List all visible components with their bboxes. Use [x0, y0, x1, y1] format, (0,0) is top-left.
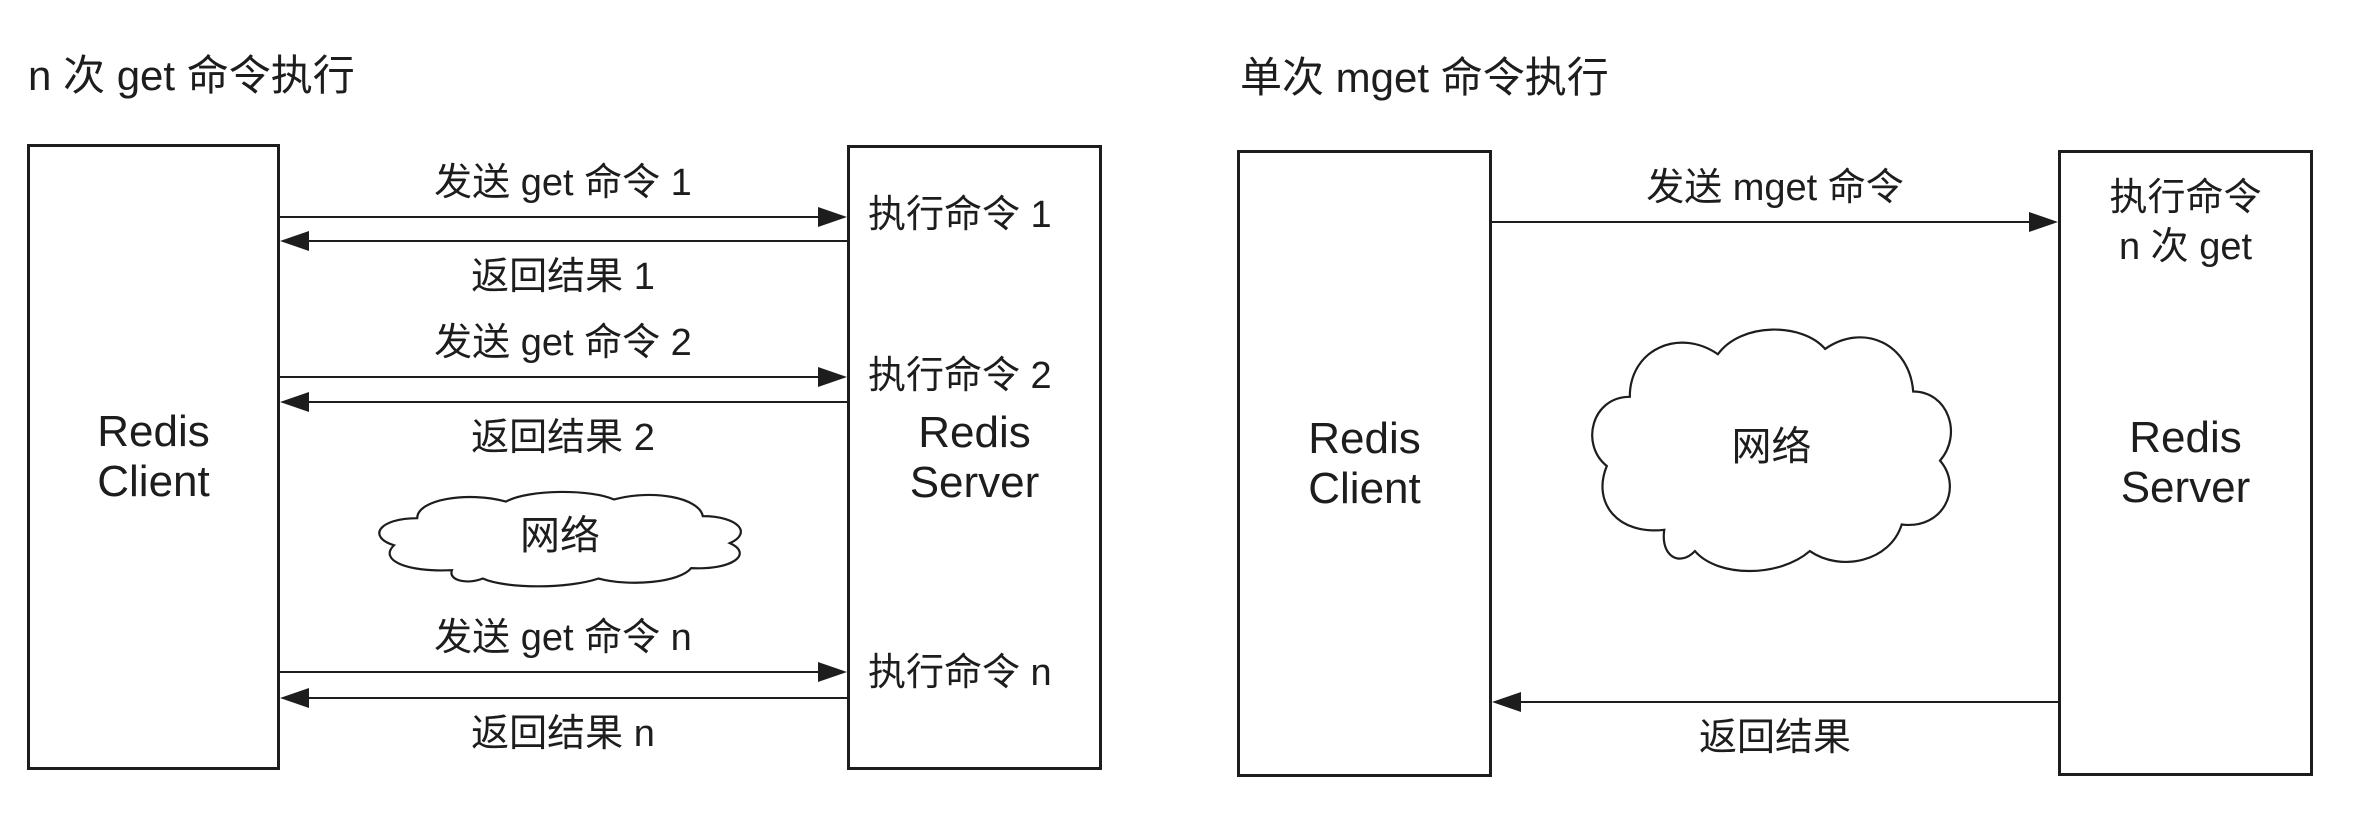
- arrowhead-left-icon: [1492, 692, 1521, 712]
- cloud-icon: [1580, 317, 1963, 583]
- left-client-label-line2: Client: [97, 457, 210, 506]
- left-client-label: Redis Client: [27, 144, 280, 770]
- return-label-1: 返回结果 1: [471, 256, 655, 298]
- left-client-box: [27, 144, 280, 770]
- return-arrow-2-line: [308, 401, 847, 403]
- right-server-label-line1: Redis: [2129, 413, 2242, 462]
- return-result-label: 返回结果: [1698, 717, 1851, 759]
- return-arrow-n-line: [308, 697, 847, 699]
- arrowhead-right-icon: [2029, 212, 2058, 232]
- exec-command-label-2: 执行命令 2: [868, 355, 1052, 397]
- right-server-box: [2058, 150, 2313, 776]
- send-mget-label: 发送 mget 命令: [1646, 167, 1904, 209]
- return-result-arrow-line: [1520, 701, 2058, 703]
- network-cloud-label-left: 网络: [520, 514, 600, 558]
- return-label-2: 返回结果 2: [471, 417, 655, 459]
- arrowhead-left-icon: [280, 231, 309, 251]
- send-arrow-1-line: [280, 216, 820, 218]
- left-server-label-line1: Redis: [918, 407, 1031, 457]
- return-arrow-1-line: [308, 240, 847, 242]
- exec-command-label-1: 执行命令 1: [868, 194, 1052, 236]
- return-label-n: 返回结果 n: [471, 713, 655, 755]
- left-server-label: Redis Server: [847, 145, 1102, 770]
- arrowhead-right-icon: [818, 367, 847, 387]
- send-arrow-2-line: [280, 376, 820, 378]
- arrowhead-right-icon: [818, 207, 847, 227]
- right-client-box: [1237, 150, 1492, 777]
- arrowhead-right-icon: [818, 662, 847, 682]
- send-label-1: 发送 get 命令 1: [434, 162, 692, 204]
- right-diagram-title: 单次 mget 命令执行: [1240, 54, 1609, 101]
- right-server-label-line2: Server: [2120, 463, 2251, 512]
- left-diagram-title: n 次 get 命令执行: [28, 52, 355, 99]
- cloud-icon: [367, 487, 753, 591]
- send-mget-arrow-line: [1492, 221, 2030, 223]
- left-server-label-line2: Server: [909, 457, 1040, 507]
- send-label-n: 发送 get 命令 n: [434, 617, 692, 659]
- network-cloud-left: [367, 487, 753, 591]
- network-cloud-label-right: 网络: [1731, 425, 1812, 469]
- right-client-label: Redis Client: [1237, 150, 1492, 777]
- send-arrow-n-line: [280, 671, 820, 673]
- right-server-exec-label: 执行命令 n 次 get: [2058, 174, 2313, 272]
- right-server-exec-line1: 执行命令: [2109, 177, 2262, 219]
- right-client-label-line1: Redis: [1308, 413, 1421, 463]
- send-label-2: 发送 get 命令 2: [434, 322, 692, 364]
- left-server-box: [847, 145, 1102, 770]
- right-client-label-line2: Client: [1308, 463, 1421, 513]
- arrowhead-left-icon: [280, 688, 309, 708]
- exec-command-label-n: 执行命令 n: [868, 652, 1052, 694]
- arrowhead-left-icon: [280, 392, 309, 412]
- network-cloud-right: [1580, 317, 1963, 583]
- right-server-exec-line2: n 次 get: [2118, 226, 2253, 268]
- right-server-label: Redis Server: [2058, 150, 2313, 776]
- left-client-label-line1: Redis: [97, 407, 210, 456]
